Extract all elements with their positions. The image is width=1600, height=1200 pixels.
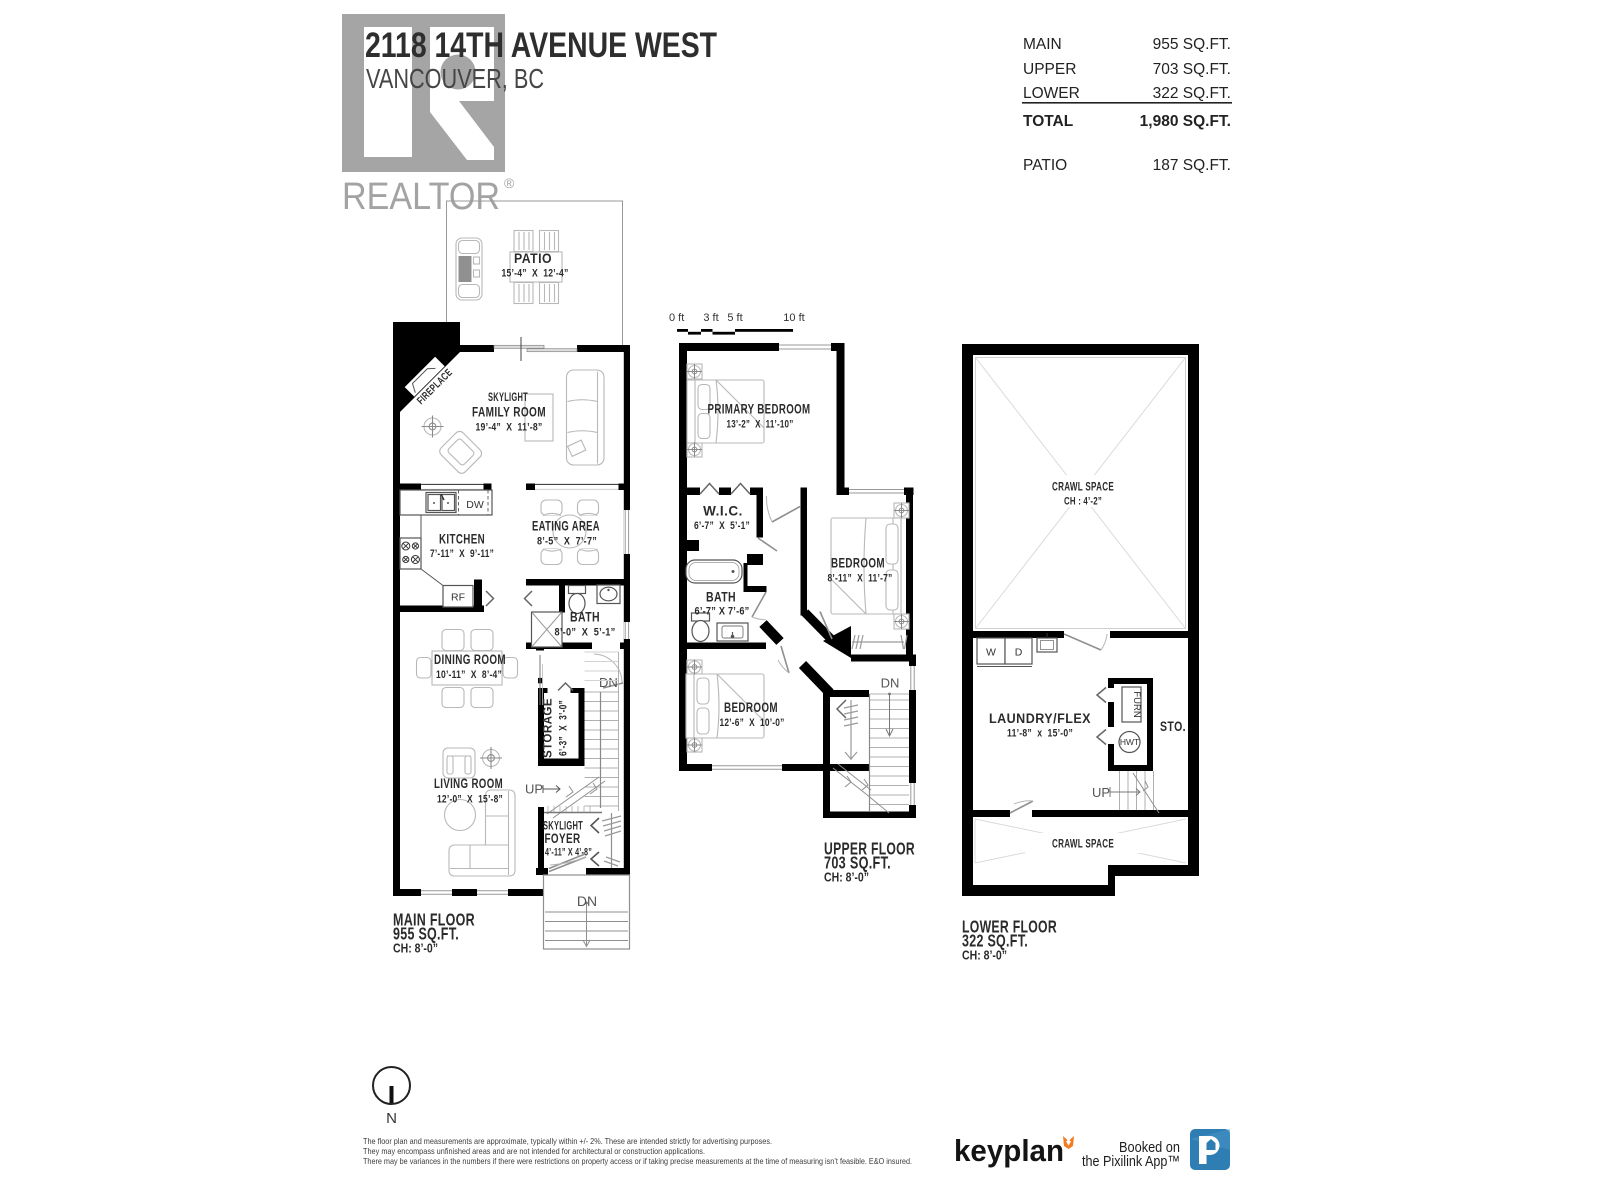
svg-text:PATIO: PATIO xyxy=(1023,157,1067,174)
svg-text:MAIN: MAIN xyxy=(1023,36,1062,53)
svg-text:CH: 8’-0”: CH: 8’-0” xyxy=(393,942,438,956)
svg-text:187 SQ.FT.: 187 SQ.FT. xyxy=(1153,157,1231,174)
svg-text:703 SQ.FT.: 703 SQ.FT. xyxy=(824,853,891,873)
svg-text:FAMILY ROOM: FAMILY ROOM xyxy=(472,405,546,420)
svg-text:There may be variances in the: There may be variances in the numbers if… xyxy=(363,1156,912,1166)
svg-text:EATING AREA: EATING AREA xyxy=(532,519,600,534)
svg-text:keyplan: keyplan xyxy=(954,1133,1064,1168)
svg-text:FURN: FURN xyxy=(1131,691,1142,718)
svg-text:1,980 SQ.FT.: 1,980 SQ.FT. xyxy=(1140,113,1231,130)
svg-text:HWT: HWT xyxy=(1120,737,1139,747)
svg-text:CH: 8’-0”: CH: 8’-0” xyxy=(962,949,1007,963)
svg-text:703 SQ.FT.: 703 SQ.FT. xyxy=(1153,61,1231,78)
svg-text:CH: 8’-0”: CH: 8’-0” xyxy=(824,871,869,885)
svg-text:TOTAL: TOTAL xyxy=(1023,113,1073,130)
svg-text:They may encompass unfinished: They may encompass unfinished areas and … xyxy=(363,1146,705,1156)
svg-text:STORAGE: STORAGE xyxy=(541,698,555,758)
svg-text:VANCOUVER, BC: VANCOUVER, BC xyxy=(366,63,544,94)
svg-text:DN: DN xyxy=(881,676,900,691)
svg-text:DN: DN xyxy=(599,675,618,690)
svg-text:5 ft: 5 ft xyxy=(727,312,742,324)
svg-text:13’-2” X 11’-10”: 13’-2” X 11’-10” xyxy=(727,419,794,431)
svg-text:8’-11” X 11’-7”: 8’-11” X 11’-7” xyxy=(828,573,893,585)
svg-text:322 SQ.FT.: 322 SQ.FT. xyxy=(962,931,1028,951)
svg-text:DN: DN xyxy=(577,893,597,909)
svg-text:6’-7” X 7’-6”: 6’-7” X 7’-6” xyxy=(695,606,750,618)
svg-text:W: W xyxy=(986,647,996,659)
svg-text:955 SQ.FT.: 955 SQ.FT. xyxy=(1153,36,1231,53)
svg-text:19’-4” X 11’-8”: 19’-4” X 11’-8” xyxy=(476,422,543,434)
svg-text:DINING ROOM: DINING ROOM xyxy=(434,652,506,667)
svg-text:The floor plan and measurement: The floor plan and measurements are appr… xyxy=(363,1136,772,1146)
svg-text:LOWER: LOWER xyxy=(1023,85,1080,102)
svg-text:UP: UP xyxy=(525,782,543,797)
svg-text:PRIMARY BEDROOM: PRIMARY BEDROOM xyxy=(708,402,811,417)
svg-text:UP: UP xyxy=(1092,785,1110,800)
svg-text:DW: DW xyxy=(466,499,484,511)
svg-text:12’-6” X 10’-0”: 12’-6” X 10’-0” xyxy=(720,717,785,729)
svg-text:0 ft: 0 ft xyxy=(669,312,684,324)
svg-text:RF: RF xyxy=(451,592,465,604)
svg-text:SKYLIGHT: SKYLIGHT xyxy=(543,821,583,833)
svg-text:UPPER: UPPER xyxy=(1023,61,1076,78)
svg-text:322 SQ.FT.: 322 SQ.FT. xyxy=(1153,85,1231,102)
svg-text:2118 14TH AVENUE WEST: 2118 14TH AVENUE WEST xyxy=(365,26,717,65)
svg-text:CH : 4’-2”: CH : 4’-2” xyxy=(1064,496,1102,508)
svg-text:7’-11” X 9’-11”: 7’-11” X 9’-11” xyxy=(430,548,494,560)
svg-text:6’-7” X 5’-1”: 6’-7” X 5’-1” xyxy=(694,520,750,532)
svg-text:SKYLIGHT: SKYLIGHT xyxy=(488,392,528,404)
svg-text:UPPER FLOOR: UPPER FLOOR xyxy=(824,839,915,859)
svg-text:BEDROOM: BEDROOM xyxy=(724,700,778,715)
svg-text:REALTOR: REALTOR xyxy=(342,176,500,218)
svg-text:KITCHEN: KITCHEN xyxy=(439,532,485,547)
svg-text:LIVING ROOM: LIVING ROOM xyxy=(434,776,503,791)
svg-text:STO.: STO. xyxy=(1160,719,1186,734)
svg-text:BEDROOM: BEDROOM xyxy=(831,556,885,571)
svg-text:BATH: BATH xyxy=(570,610,600,625)
svg-text:CRAWL SPACE: CRAWL SPACE xyxy=(1052,482,1114,494)
svg-text:the Pixilink App™: the Pixilink App™ xyxy=(1082,1153,1180,1170)
svg-text:CRAWL SPACE: CRAWL SPACE xyxy=(1052,839,1114,851)
svg-text:Booked on: Booked on xyxy=(1119,1139,1180,1156)
svg-text:®: ® xyxy=(504,175,515,191)
svg-text:10 ft: 10 ft xyxy=(783,312,804,324)
svg-text:D: D xyxy=(1015,647,1023,659)
svg-text:12’-0” X 15’-8”: 12’-0” X 15’-8” xyxy=(437,794,503,806)
svg-text:10’-11” X 8’-4”: 10’-11” X 8’-4” xyxy=(436,669,502,681)
svg-text:15’-4” X 12’-4”: 15’-4” X 12’-4” xyxy=(502,268,569,280)
svg-text:PATIO: PATIO xyxy=(514,251,552,266)
svg-text:8’-0” X 5’-1”: 8’-0” X 5’-1” xyxy=(555,627,616,639)
svg-text:W.I.C.: W.I.C. xyxy=(703,504,743,519)
svg-text:MAIN FLOOR: MAIN FLOOR xyxy=(393,910,475,930)
svg-text:LOWER FLOOR: LOWER FLOOR xyxy=(962,917,1057,937)
svg-text:6’-3” X 3’-0”: 6’-3” X 3’-0” xyxy=(558,700,570,756)
svg-text:955 SQ.FT.: 955 SQ.FT. xyxy=(393,924,459,944)
svg-text:N: N xyxy=(386,1110,397,1127)
svg-text:LAUNDRY/FLEX: LAUNDRY/FLEX xyxy=(989,711,1091,726)
svg-text:11’-8” x 15’-0”: 11’-8” x 15’-0” xyxy=(1007,728,1073,740)
svg-text:BATH: BATH xyxy=(706,590,736,605)
svg-text:FOYER: FOYER xyxy=(545,831,581,846)
svg-text:8’-5” X 7’-7”: 8’-5” X 7’-7” xyxy=(537,536,597,548)
svg-text:3 ft: 3 ft xyxy=(703,312,718,324)
